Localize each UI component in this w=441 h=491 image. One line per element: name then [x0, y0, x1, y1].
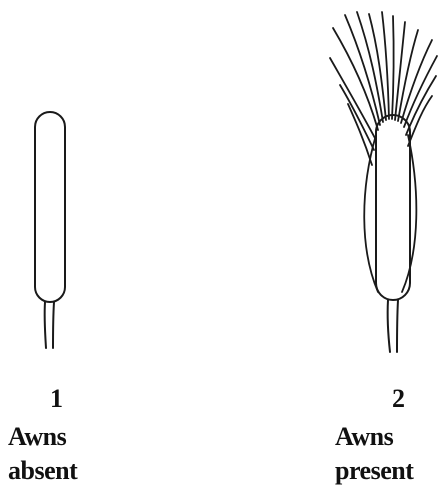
spikelet-stalk-2	[388, 300, 398, 352]
spikelet-with-awns	[330, 12, 437, 352]
panel-2-label-line1: Awns	[335, 422, 393, 452]
panel-1-label-line1: Awns	[8, 422, 66, 452]
panel-2-label-line2: present	[335, 456, 413, 486]
spikelet-body-1	[35, 112, 65, 302]
panel-1-label-line2: absent	[8, 456, 77, 486]
panel-2-number: 2	[392, 384, 405, 414]
spikelet-body-2	[376, 115, 410, 300]
panel-1-number: 1	[50, 384, 63, 414]
spikelet-stalk-1	[45, 302, 54, 348]
spikelet-without-awns	[35, 112, 65, 348]
awns	[330, 12, 437, 165]
